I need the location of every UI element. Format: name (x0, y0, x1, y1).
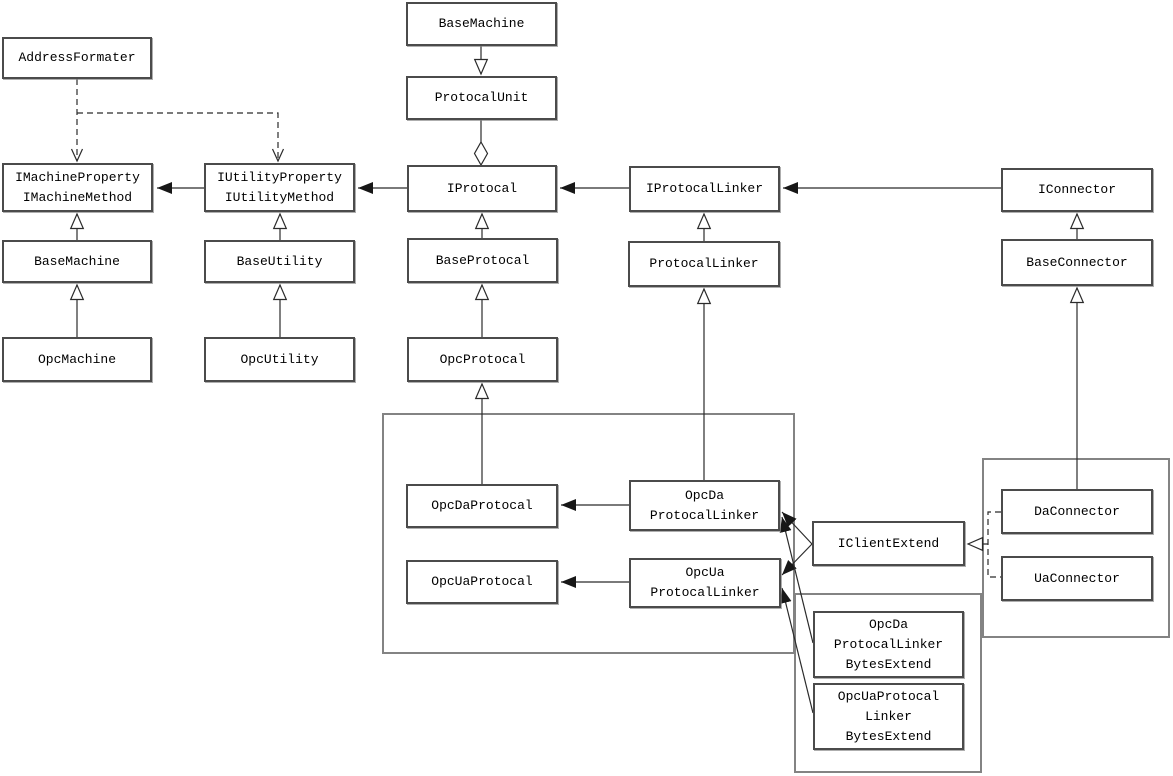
interface-iprotocal: IProtocal (407, 165, 557, 212)
interface-imachine: IMachineProperty IMachineMethod (2, 163, 153, 212)
class-label: OpcDaProtocal (431, 498, 533, 513)
edge-bytesda-opcdalinker (779, 516, 814, 644)
class-label: BaseMachine (438, 16, 525, 31)
class-label: IMachineProperty IMachineMethod (15, 169, 140, 205)
class-opcprotocal: OpcProtocal (407, 337, 558, 382)
class-daconnector: DaConnector (1001, 489, 1153, 534)
class-label: UaConnector (1034, 570, 1120, 586)
class-label: OpcProtocal (439, 351, 526, 367)
class-addressformater: AddressFormater (2, 37, 152, 79)
edge-iclientextend-opcdalinker (781, 511, 813, 545)
aggregation-diamond (473, 140, 489, 167)
edge-iclientextend-opcualinker (781, 543, 813, 576)
class-label: IConnector (1037, 182, 1116, 197)
interface-iconnector: IConnector (1001, 168, 1153, 212)
class-basemachine-top: BaseMachine (406, 2, 557, 46)
class-label: IClientExtend (837, 535, 940, 551)
class-label: OpcMachine (37, 351, 116, 367)
class-label: OpcUa ProtocalLinker (650, 565, 760, 600)
class-opcuaprotocallinker: OpcUa ProtocalLinker (629, 558, 781, 608)
class-label: AddressFormater (18, 50, 136, 65)
class-opcuaprotocal: OpcUaProtocal (406, 560, 558, 604)
class-opcdaprotocallinker: OpcDa ProtocalLinker (629, 480, 780, 531)
class-label: IProtocal (446, 180, 518, 196)
class-opcuaprotocallinkerbytesextend: OpcUaProtocal Linker BytesExtend (813, 683, 964, 750)
class-baseprotocal: BaseProtocal (407, 238, 558, 283)
class-label: BaseUtility (236, 253, 323, 269)
class-label: BaseMachine (34, 253, 120, 269)
class-opcutility: OpcUtility (204, 337, 355, 382)
class-label: ProtocalUnit (434, 90, 529, 105)
class-uaconnector: UaConnector (1001, 556, 1153, 601)
interface-iutility: IUtilityProperty IUtilityMethod (204, 163, 355, 212)
class-label: BaseConnector (1026, 254, 1128, 270)
class-basemachine-left: BaseMachine (2, 240, 152, 283)
edge-bytesua-opcualinker (779, 587, 814, 714)
class-label: IUtilityProperty IUtilityMethod (217, 169, 342, 205)
class-label: IProtocalLinker (645, 181, 764, 196)
class-label: OpcUtility (240, 351, 319, 367)
class-label: OpcDa ProtocalLinker (649, 487, 760, 523)
class-protocallinker: ProtocalLinker (628, 241, 780, 287)
class-label: BaseProtocal (435, 252, 530, 268)
class-label: OpcUaProtocal Linker BytesExtend (837, 688, 940, 744)
protocal-group-container (382, 413, 795, 654)
edge-connectors-joint (987, 511, 1001, 578)
interface-iprotocallinker: IProtocalLinker (629, 166, 780, 212)
class-label: OpcUaProtocal (431, 574, 533, 589)
class-opcdaprotocallinkerbytesextend: OpcDa ProtocalLinker BytesExtend (813, 611, 964, 678)
class-label: ProtocalLinker (649, 256, 759, 271)
class-protocalunit: ProtocalUnit (406, 76, 557, 120)
class-opcdaprotocal: OpcDaProtocal (406, 484, 558, 528)
bytes-extend-group-container (794, 593, 982, 773)
class-label: OpcDa ProtocalLinker BytesExtend (833, 616, 944, 672)
class-baseconnector: BaseConnector (1001, 239, 1153, 286)
class-label: DaConnector (1034, 503, 1120, 519)
edge-addressformater-iutility (77, 112, 285, 163)
class-baseutility: BaseUtility (204, 240, 355, 283)
class-opcmachine: OpcMachine (2, 337, 152, 382)
interface-iclientextend: IClientExtend (812, 521, 965, 566)
